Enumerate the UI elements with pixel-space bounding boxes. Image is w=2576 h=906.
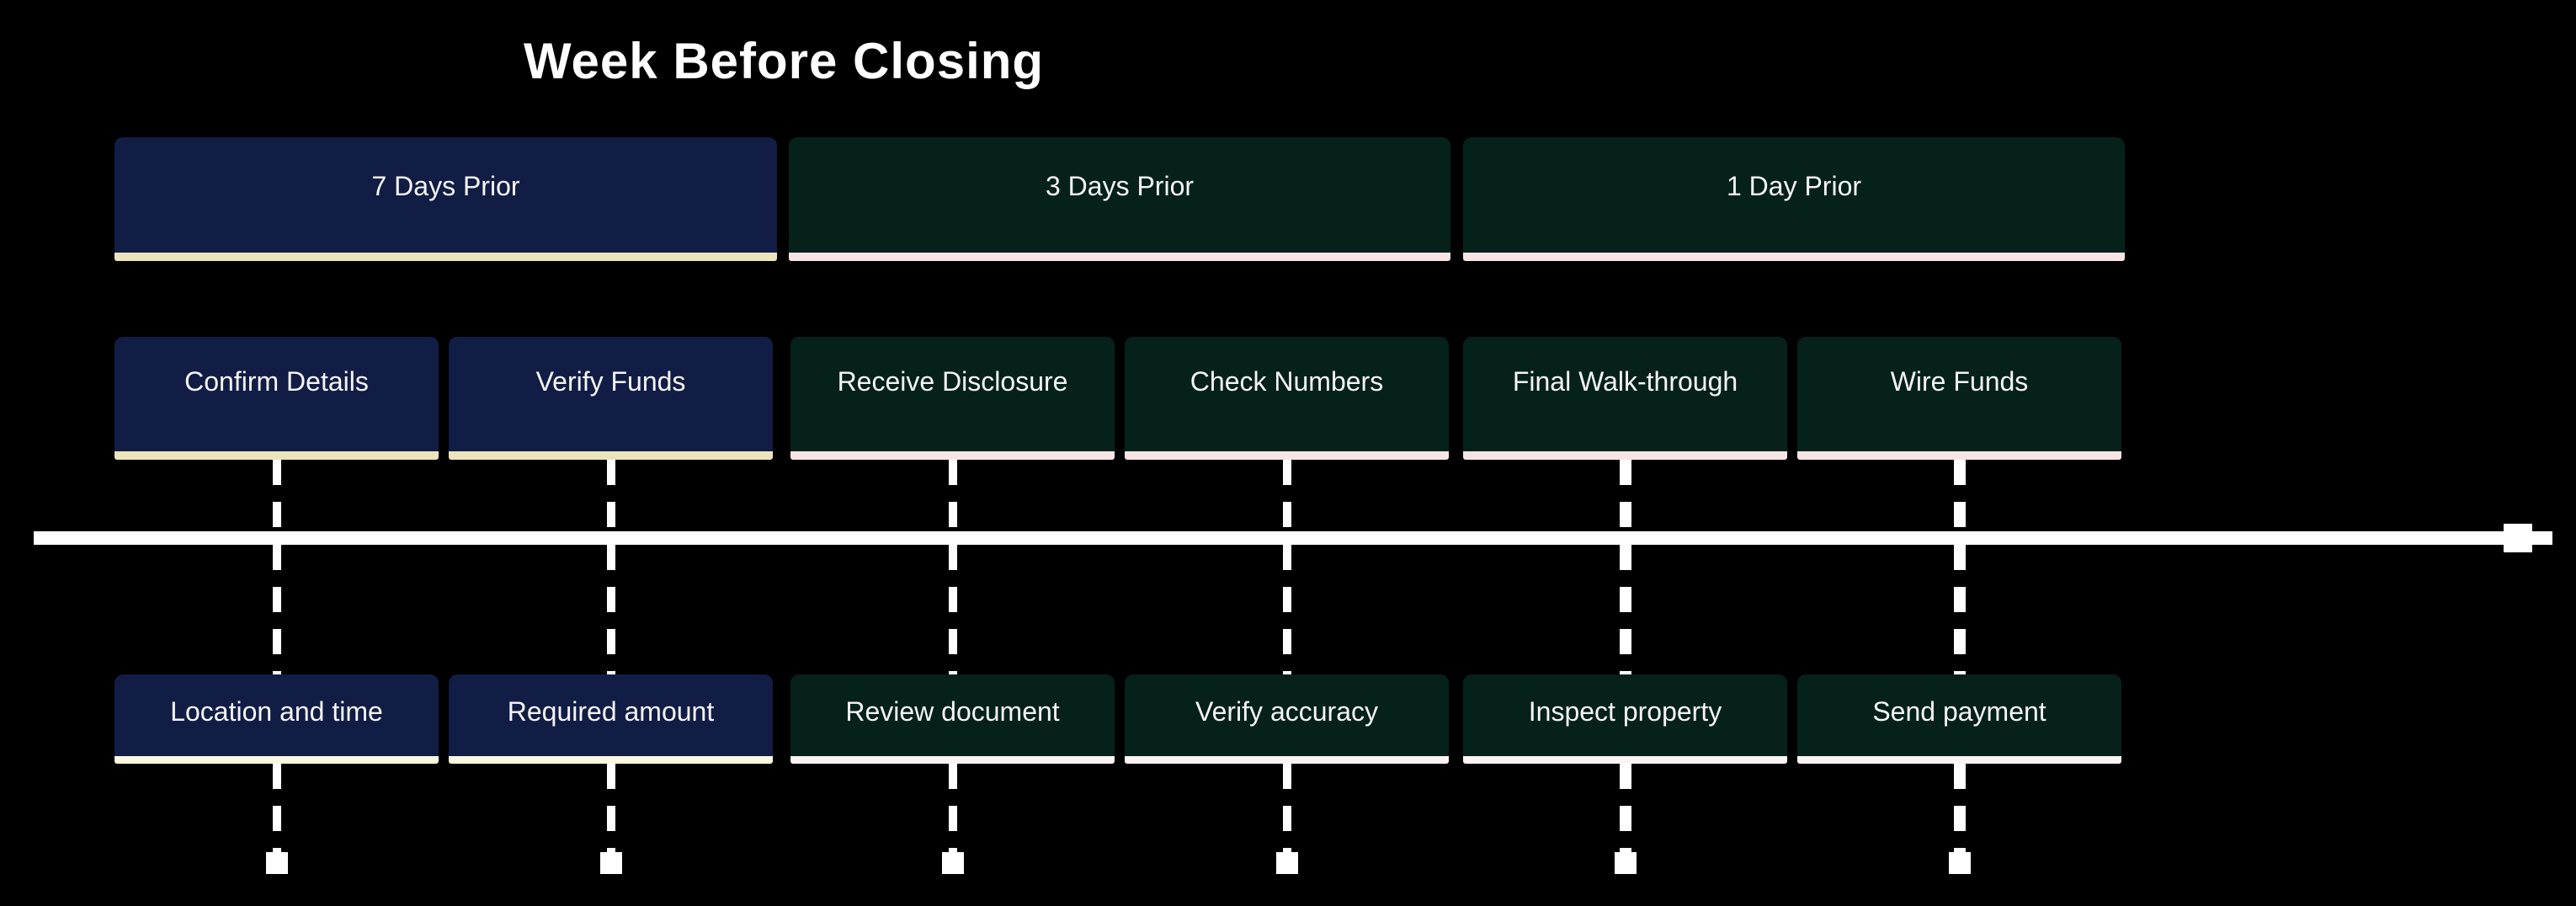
task-label: Verify Funds xyxy=(535,365,686,397)
connector-upper-final-walk-through xyxy=(1620,460,1631,531)
connector-lower-verify-accuracy xyxy=(1283,764,1291,882)
phase-box-3-days-prior: 3 Days Prior xyxy=(789,137,1450,261)
subtask-box-review-document: Review document xyxy=(790,674,1115,764)
task-label: Wire Funds xyxy=(1890,365,2029,397)
arrow-down-marker xyxy=(1949,852,1971,874)
task-box-wire-funds: Wire Funds xyxy=(1797,337,2121,460)
diagram-title: Week Before Closing xyxy=(524,33,1045,89)
task-box-final-walk-through: Final Walk-through xyxy=(1463,337,1787,460)
subtask-label: Location and time xyxy=(170,696,383,727)
connector-mid-verify-accuracy xyxy=(1283,545,1291,674)
connector-lower-required-amount xyxy=(607,764,615,882)
subtask-label: Send payment xyxy=(1872,696,2046,727)
connector-mid-inspect-property xyxy=(1620,545,1631,674)
connector-mid-location-and-time xyxy=(273,545,281,674)
task-box-confirm-details: Confirm Details xyxy=(114,337,439,460)
arrow-down-marker xyxy=(942,852,964,874)
subtask-box-location-and-time: Location and time xyxy=(114,674,439,764)
connector-lower-review-document xyxy=(949,764,957,882)
subtask-box-verify-accuracy: Verify accuracy xyxy=(1125,674,1449,764)
phase-label: 3 Days Prior xyxy=(1045,171,1195,201)
connector-mid-required-amount xyxy=(607,545,615,674)
phase-box-7-days-prior: 7 Days Prior xyxy=(114,137,777,261)
arrow-down-marker xyxy=(1615,852,1637,874)
subtask-box-send-payment: Send payment xyxy=(1797,674,2121,764)
connector-upper-wire-funds xyxy=(1954,460,1966,531)
connector-upper-check-numbers xyxy=(1283,460,1291,531)
arrow-down-marker xyxy=(266,852,288,874)
connector-lower-location-and-time xyxy=(273,764,281,882)
connector-upper-receive-disclosure xyxy=(949,460,957,531)
subtask-label: Inspect property xyxy=(1528,696,1722,727)
task-box-verify-funds: Verify Funds xyxy=(449,337,773,460)
task-label: Final Walk-through xyxy=(1512,365,1738,397)
phase-label: 7 Days Prior xyxy=(371,171,520,201)
task-label: Confirm Details xyxy=(184,365,369,397)
timeline-axis xyxy=(34,531,2552,545)
task-box-receive-disclosure: Receive Disclosure xyxy=(790,337,1115,460)
phase-label: 1 Day Prior xyxy=(1726,171,1862,201)
connector-upper-confirm-details xyxy=(273,460,281,531)
phase-box-1-day-prior: 1 Day Prior xyxy=(1463,137,2125,261)
subtask-box-inspect-property: Inspect property xyxy=(1463,674,1787,764)
connector-mid-send-payment xyxy=(1954,545,1966,674)
arrow-down-marker xyxy=(1276,852,1298,874)
connector-upper-verify-funds xyxy=(607,460,615,531)
timeline-arrow-end xyxy=(2504,524,2532,552)
arrow-down-marker xyxy=(600,852,622,874)
connector-mid-review-document xyxy=(949,545,957,674)
subtask-label: Review document xyxy=(845,696,1060,727)
task-label: Check Numbers xyxy=(1190,365,1384,397)
task-box-check-numbers: Check Numbers xyxy=(1125,337,1449,460)
subtask-label: Required amount xyxy=(507,696,715,727)
subtask-box-required-amount: Required amount xyxy=(449,674,773,764)
task-label: Receive Disclosure xyxy=(837,365,1068,397)
subtask-label: Verify accuracy xyxy=(1195,696,1378,727)
